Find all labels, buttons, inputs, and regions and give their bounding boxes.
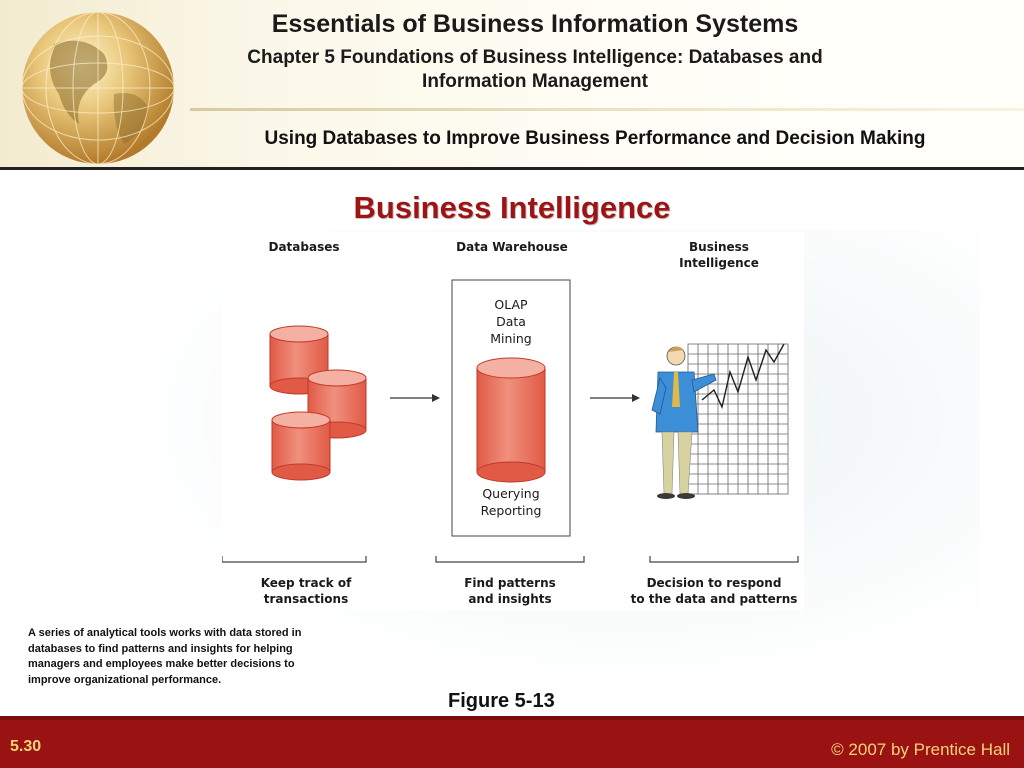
chapter-title-line1: Chapter 5 Foundations of Business Intell…	[247, 47, 823, 68]
slide-footer	[0, 720, 1024, 768]
col-warehouse-caption-line2: and insights	[468, 592, 552, 606]
arrow-right-icon	[590, 394, 640, 402]
course-title: Essentials of Business Information Syste…	[271, 10, 799, 38]
col-databases-caption: Keep track of transactions	[236, 575, 376, 607]
warehouse-top-line: OLAP	[494, 297, 528, 312]
globe-icon	[21, 11, 175, 165]
warehouse-bottom-line: Querying	[482, 486, 540, 501]
slide-header: Essentials of Business Information Syste…	[0, 0, 1024, 170]
chapter-title: Chapter 5 Foundations of Business Intell…	[190, 46, 880, 94]
col-bi-caption-line1: Decision to respond	[646, 576, 782, 590]
warehouse-top-text: OLAP Data Mining	[452, 296, 570, 347]
col-bi-title-line2: Intelligence	[679, 256, 759, 270]
arrow-right-icon	[390, 394, 440, 402]
figure-number: Figure 5-13	[448, 690, 555, 712]
col-warehouse-caption-line1: Find patterns	[464, 576, 556, 590]
presenter-with-chart-icon	[651, 343, 789, 499]
slide-heading: Business Intelligence	[353, 190, 671, 225]
col-bi-caption-line2: to the data and patterns	[630, 592, 798, 606]
figure-panel: Databases Data Warehouse Business Intell…	[222, 232, 804, 610]
chapter-title-line2: Information Management	[422, 71, 648, 92]
col-warehouse-title: Data Warehouse	[456, 240, 568, 254]
copyright-text: © 2007 by Prentice Hall	[831, 740, 1010, 759]
col-bi-caption: Decision to respond to the data and patt…	[624, 575, 804, 607]
warehouse-bottom-text: Querying Reporting	[452, 485, 570, 519]
section-title: Using Databases to Improve Business Perf…	[264, 128, 926, 149]
col-databases-title: Databases	[268, 240, 340, 254]
warehouse-top-line: Data	[496, 314, 526, 329]
figure-caption: A series of analytical tools works with …	[28, 627, 302, 686]
header-bottom-rule	[0, 167, 1024, 170]
col-bi-title-line1: Business	[689, 240, 749, 254]
slide-number: 5.30	[10, 738, 42, 755]
col-databases-caption-line1: Keep track of	[260, 576, 352, 590]
database-cylinder-icon	[476, 357, 546, 483]
col-bi-title: Business Intelligence	[659, 239, 779, 271]
header-divider	[190, 108, 1024, 111]
warehouse-top-line: Mining	[490, 331, 532, 346]
bracket-lines	[222, 556, 799, 563]
col-warehouse-caption: Find patterns and insights	[440, 575, 580, 607]
col-databases-caption-line2: transactions	[263, 592, 349, 606]
footer-rule	[0, 716, 1024, 720]
database-cylinder-icon	[271, 411, 331, 481]
warehouse-bottom-line: Reporting	[480, 503, 542, 518]
figure-diagram	[222, 279, 799, 563]
